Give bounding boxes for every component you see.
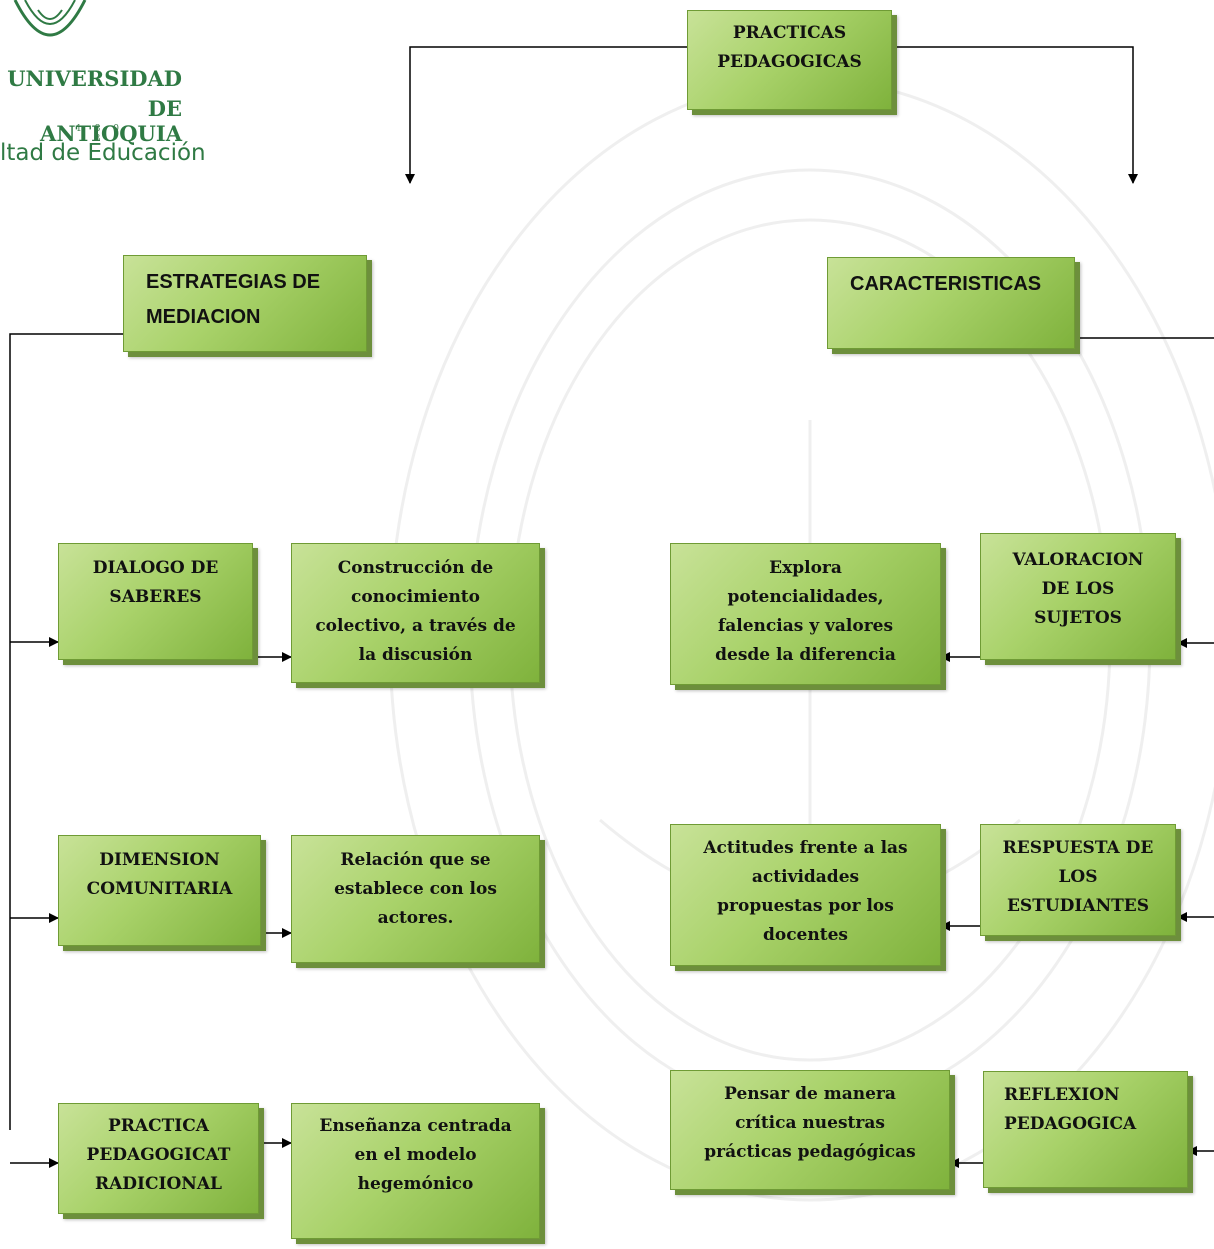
left-item-2-label: DIMENSION COMUNITARIA (58, 835, 261, 946)
logo-faculty: ltad de Educación (0, 140, 206, 166)
left-item-1-label: DIALOGO DE SABERES (58, 543, 253, 660)
right-branch-title: CARACTERISTICAS (827, 257, 1075, 349)
right-item-3-detail: Pensar de manera crítica nuestras prácti… (670, 1070, 950, 1190)
right-item-2-label: RESPUESTA DE LOS ESTUDIANTES (980, 824, 1176, 936)
logo-year: 1 8 0 3 (76, 124, 124, 144)
left-item-2-detail: Relación que se establece con los actore… (291, 835, 540, 963)
right-item-2-detail: Actitudes frente a las actividades propu… (670, 824, 941, 966)
logo-line-1: UNIVERSIDAD (7, 66, 182, 91)
logo-line-2: DE ANTIOQUIA (40, 96, 182, 146)
seal-icon (13, 0, 87, 37)
right-item-3-label: REFLEXION PEDAGOGICA (983, 1071, 1188, 1188)
connector-root-left (405, 46, 687, 184)
left-item-3-label: PRACTICA PEDAGOGICAT RADICIONAL (58, 1103, 259, 1214)
left-item-3-detail: Enseñanza centrada en el modelo hegemóni… (291, 1103, 540, 1239)
root-node: PRACTICAS PEDAGOGICAS (687, 10, 892, 110)
university-logo: UNIVERSIDAD DE ANTIOQUIA 1 8 0 3 ltad de… (0, 0, 260, 180)
connector-left-spine (9, 333, 123, 1130)
left-branch-title: ESTRATEGIAS DE MEDIACION (123, 255, 367, 352)
left-item-1-detail: Construcción de conocimiento colectivo, … (291, 543, 540, 683)
right-item-1-label: VALORACION DE LOS SUJETOS (980, 533, 1176, 660)
right-item-1-detail: Explora potencialidades, falencias y val… (670, 543, 941, 685)
connector-root-right (892, 46, 1138, 184)
